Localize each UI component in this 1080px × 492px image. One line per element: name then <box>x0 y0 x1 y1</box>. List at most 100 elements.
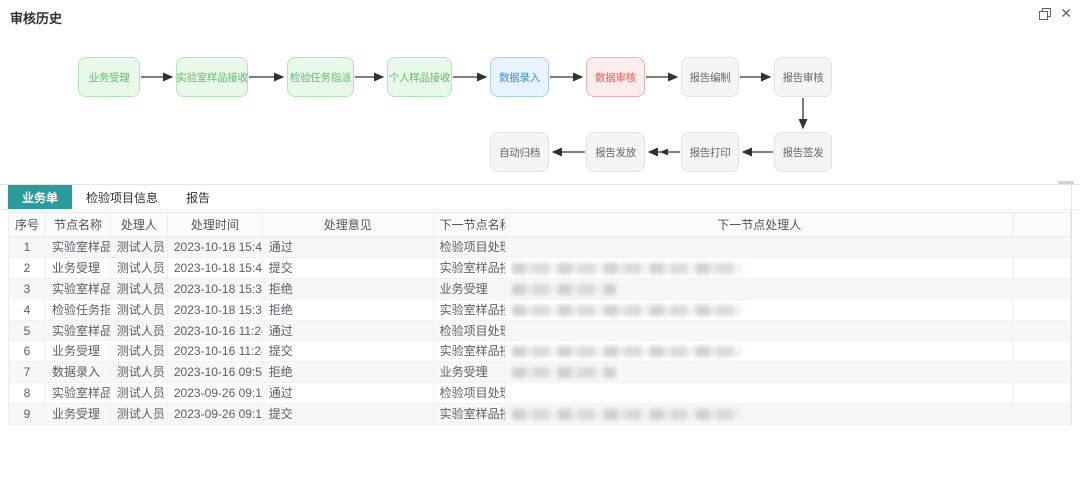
next-node-cell: 检验项目处理 <box>434 383 506 404</box>
seq-cell: 6 <box>9 341 46 362</box>
opinion-cell: 提交 <box>263 341 434 362</box>
time-cell: 2023-09-26 09:12:21 <box>168 404 263 425</box>
handler-cell: 测试人员 <box>111 404 168 425</box>
flow-node: 报告审核 <box>774 57 832 97</box>
handler-cell: 测试人员 <box>111 299 168 320</box>
redacted-text <box>511 367 616 379</box>
tab-report[interactable]: 报告 <box>186 190 211 205</box>
redacted-text <box>511 304 742 316</box>
col-node-name: 节点名称 <box>46 213 111 236</box>
flow-node: 检验任务指派 <box>287 57 354 97</box>
seq-cell: 3 <box>9 278 46 299</box>
next-node-cell: 检验项目处理 <box>434 320 506 341</box>
col-time: 处理时间 <box>168 213 263 236</box>
opinion-cell: 拒绝 <box>263 362 434 383</box>
window-controls: ✕ <box>1039 6 1072 20</box>
next-handler-cell <box>506 383 1015 404</box>
table-row[interactable]: 4检验任务指派测试人员2023-10-18 15:39:49拒绝实验室样品接收 <box>8 299 1071 321</box>
node-name-cell: 业务受理 <box>46 257 111 278</box>
node-name-cell: 实验室样品接收 <box>46 237 111 257</box>
col-seq: 序号 <box>9 213 46 236</box>
next-node-cell: 实验室样品接收 <box>434 299 506 320</box>
seq-cell: 5 <box>9 320 46 341</box>
node-name-cell: 实验室样品接收 <box>46 383 111 404</box>
next-handler-cell <box>506 237 1015 257</box>
spacer-cell <box>1014 257 1071 278</box>
opinion-cell: 拒绝 <box>263 278 434 299</box>
handler-cell: 测试人员 <box>111 278 168 299</box>
next-handler-cell <box>506 404 1015 425</box>
flow-node: 实验室样品接收 <box>176 57 248 97</box>
seq-cell: 1 <box>9 237 46 257</box>
table-row[interactable]: 8实验室样品接收测试人员2023-09-26 09:12:32通过检验项目处理 <box>8 383 1071 405</box>
spacer-cell <box>1014 278 1071 299</box>
tab-business-order[interactable]: 业务单 <box>8 185 73 209</box>
workflow-diagram: 业务受理 实验室样品接收 检验任务指派 个人样品接收 数据录入 数据审核 报告编… <box>0 0 1080 185</box>
handler-cell: 测试人员 <box>111 257 168 278</box>
opinion-cell: 通过 <box>263 320 434 341</box>
col-next-node: 下一节点名称 <box>434 213 506 236</box>
flow-node: 数据录入 <box>490 57 549 97</box>
col-opinion: 处理意见 <box>263 213 434 236</box>
seq-cell: 7 <box>9 362 46 383</box>
time-cell: 2023-10-18 15:39:49 <box>168 299 263 320</box>
node-name-cell: 实验室样品接收 <box>46 278 111 299</box>
flow-node: 个人样品接收 <box>387 57 452 97</box>
handler-cell: 测试人员 <box>111 237 168 257</box>
next-handler-cell <box>506 299 1015 320</box>
seq-cell: 4 <box>9 299 46 320</box>
table-row[interactable]: 1实验室样品接收测试人员2023-10-18 15:49:44通过检验项目处理 <box>8 237 1071 258</box>
spacer-cell <box>1014 404 1071 425</box>
time-cell: 2023-10-16 11:24:21 <box>168 341 263 362</box>
table-row[interactable]: 5实验室样品接收测试人员2023-10-16 11:24:28通过检验项目处理 <box>8 320 1071 342</box>
flow-node: 自动归档 <box>490 132 549 172</box>
right-edge-border <box>1071 183 1072 425</box>
time-cell: 2023-09-26 09:12:32 <box>168 383 263 404</box>
history-table-body: 1实验室样品接收测试人员2023-10-18 15:49:44通过检验项目处理2… <box>8 237 1071 426</box>
close-icon[interactable]: ✕ <box>1060 5 1072 21</box>
spacer-cell <box>1014 362 1071 383</box>
time-cell: 2023-10-18 15:49:44 <box>168 237 263 257</box>
next-node-cell: 实验室样品接收 <box>434 404 506 425</box>
spacer-cell <box>1014 299 1071 320</box>
spacer-cell <box>1014 320 1071 341</box>
col-next-handler: 下一节点处理人 <box>506 213 1015 236</box>
node-name-cell: 业务受理 <box>46 341 111 362</box>
seq-cell: 9 <box>9 404 46 425</box>
double-arrowhead <box>660 148 668 156</box>
table-header-row: 序号节点名称处理人处理时间处理意见下一节点名称下一节点处理人 <box>8 212 1071 237</box>
time-cell: 2023-10-18 15:49:40 <box>168 257 263 278</box>
flow-node: 报告签发 <box>774 132 832 172</box>
time-cell: 2023-10-16 09:52:50 <box>168 362 263 383</box>
redacted-text <box>511 283 616 295</box>
flow-node: 业务受理 <box>78 57 140 97</box>
seq-cell: 2 <box>9 257 46 278</box>
spacer-cell <box>1014 237 1071 257</box>
opinion-cell: 提交 <box>263 404 434 425</box>
flow-node: 报告打印 <box>681 132 739 172</box>
redacted-text <box>511 409 742 421</box>
next-node-cell: 实验室样品接收 <box>434 341 506 362</box>
flow-node: 报告编制 <box>681 57 739 97</box>
seq-cell: 8 <box>9 383 46 404</box>
restore-icon[interactable] <box>1039 7 1052 20</box>
horizontal-scrollbar-thumb[interactable] <box>1058 181 1074 186</box>
tab-inspection-item-info[interactable]: 检验项目信息 <box>86 190 159 205</box>
page-title: 审核历史 <box>10 11 63 26</box>
table-row[interactable]: 3实验室样品接收测试人员2023-10-18 15:39:57拒绝业务受理 <box>8 278 1071 300</box>
next-handler-cell <box>506 341 1015 362</box>
tab-bar: 业务单 检验项目信息 报告 <box>0 184 1080 210</box>
handler-cell: 测试人员 <box>111 383 168 404</box>
spacer-cell <box>1014 341 1071 362</box>
handler-cell: 测试人员 <box>111 362 168 383</box>
next-handler-cell <box>506 257 1015 278</box>
time-cell: 2023-10-16 11:24:28 <box>168 320 263 341</box>
node-name-cell: 实验室样品接收 <box>46 320 111 341</box>
next-handler-cell <box>506 362 1015 383</box>
handler-cell: 测试人员 <box>111 341 168 362</box>
